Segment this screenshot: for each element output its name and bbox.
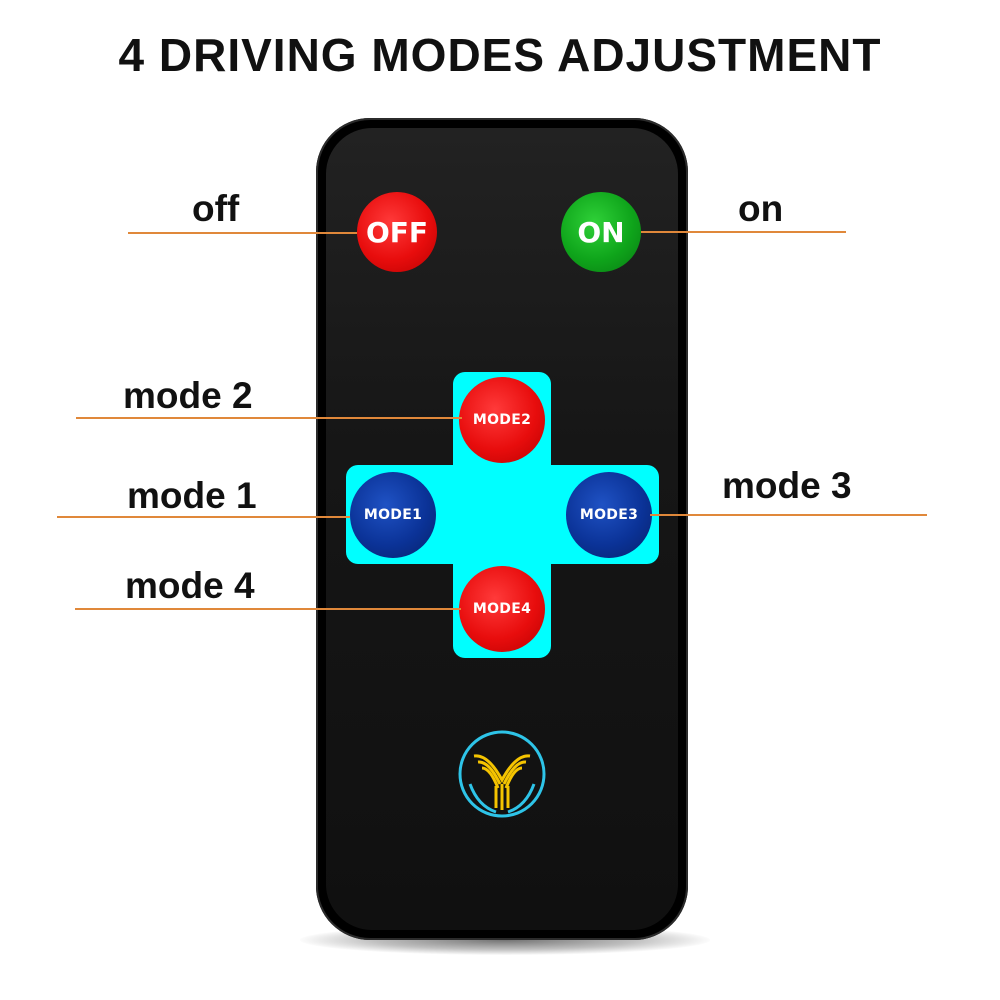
callout-label-off: off xyxy=(192,188,240,229)
callout-label-mode4: mode 4 xyxy=(125,565,255,606)
mode4-button[interactable]: MODE4 xyxy=(459,566,545,652)
mode3-button[interactable]: MODE3 xyxy=(566,472,652,558)
on-button[interactable]: ON xyxy=(561,192,641,272)
callout-line-off xyxy=(128,232,357,234)
callout-line-on xyxy=(641,231,846,233)
off-button[interactable]: OFF xyxy=(357,192,437,272)
callout-label-mode3: mode 3 xyxy=(722,465,852,506)
mode1-button[interactable]: MODE1 xyxy=(350,472,436,558)
callout-line-mode4 xyxy=(75,608,461,610)
callout-line-mode1 xyxy=(57,516,350,518)
callout-label-on: on xyxy=(738,188,784,229)
callout-label-mode1: mode 1 xyxy=(127,475,257,516)
callout-label-mode2: mode 2 xyxy=(123,375,253,416)
callout-line-mode3 xyxy=(650,514,927,516)
mode2-button[interactable]: MODE2 xyxy=(459,377,545,463)
callout-line-mode2 xyxy=(76,417,462,419)
page-title: 4 DRIVING MODES ADJUSTMENT xyxy=(118,29,882,81)
brand-logo-icon xyxy=(458,730,546,818)
